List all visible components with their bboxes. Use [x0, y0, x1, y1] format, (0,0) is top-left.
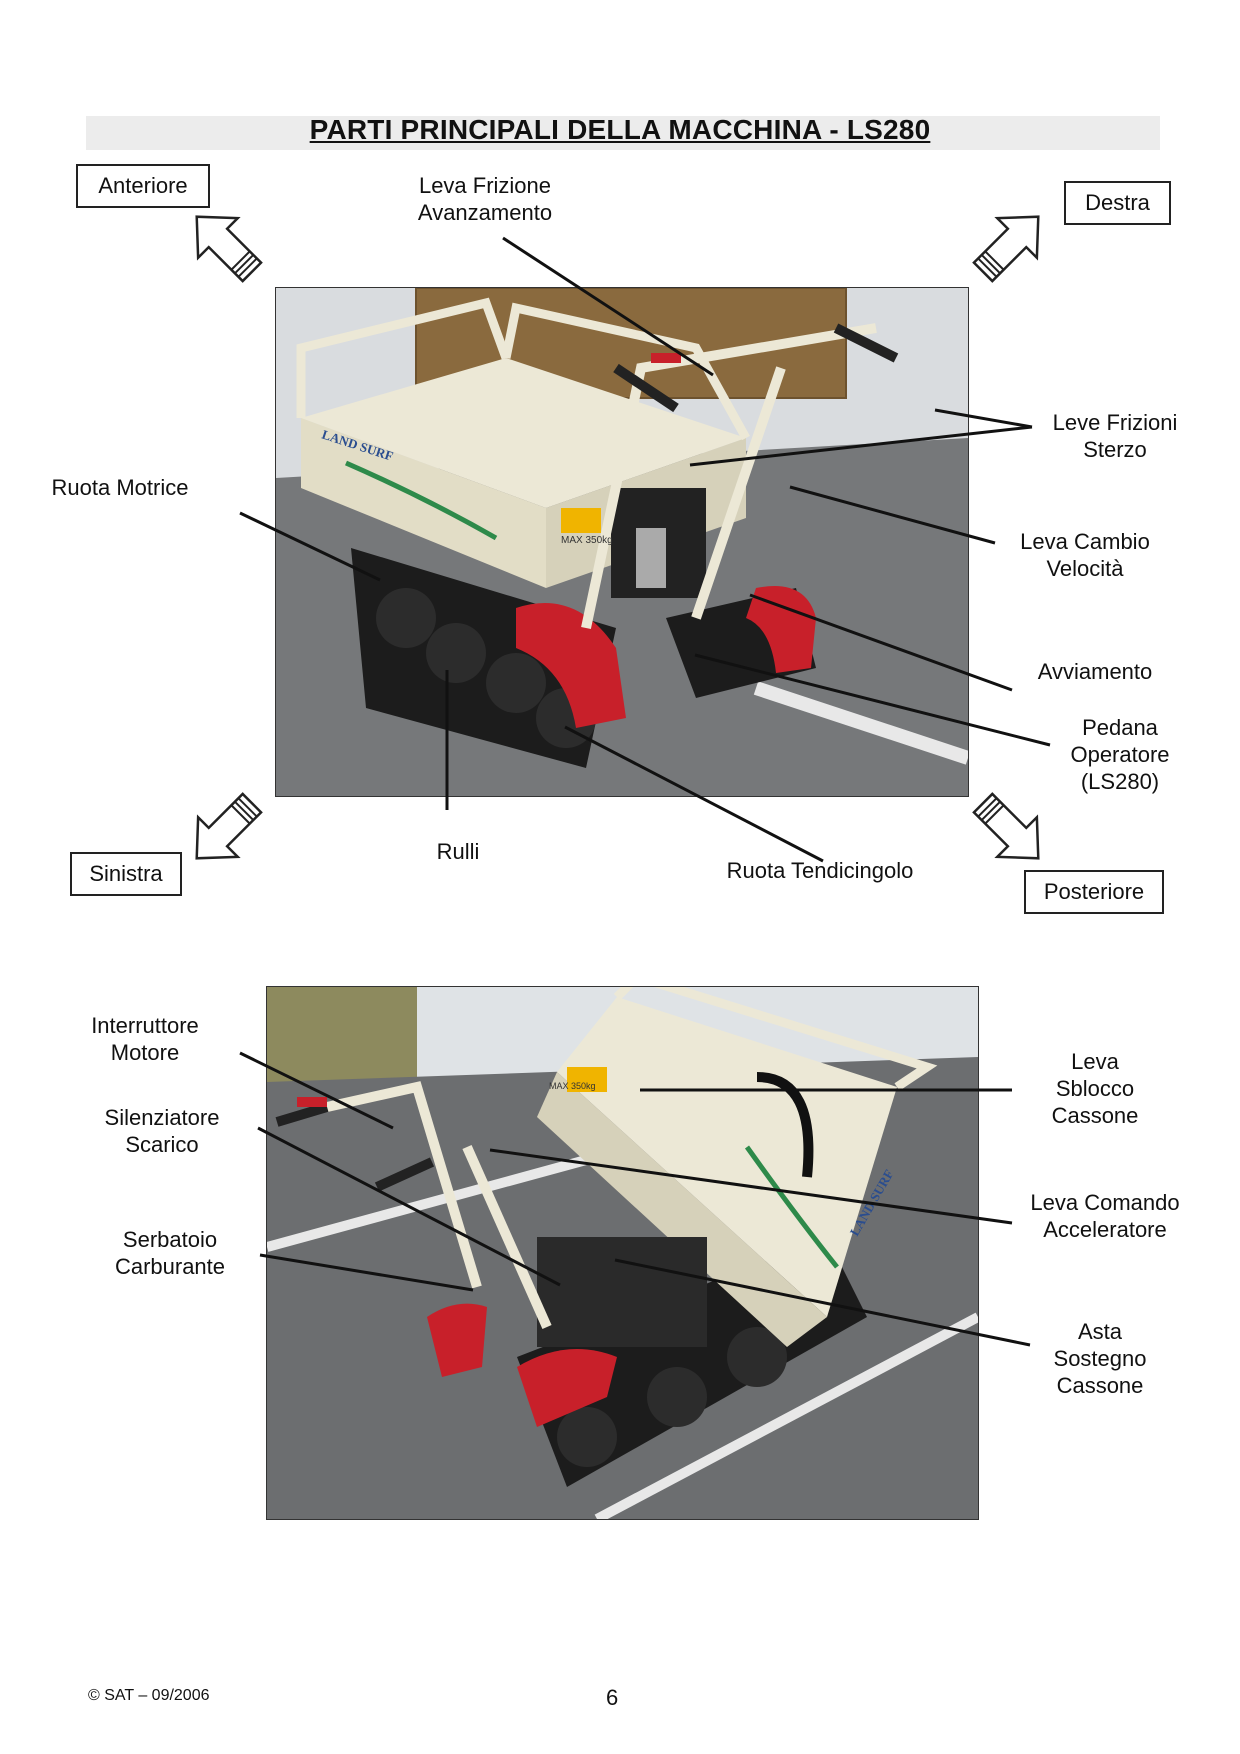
label-interruttore-motore: Interruttore Motore: [75, 1012, 215, 1066]
label-silenziatore-line2: Scarico: [125, 1132, 199, 1157]
label-leva-sblocco-line2: Sblocco: [1055, 1076, 1135, 1101]
max-load-decal-rear: MAX 350kg: [549, 1081, 596, 1091]
title-bar: [86, 116, 1160, 150]
label-asta-sostegno-cassone: Asta Sostegno Cassone: [1040, 1318, 1160, 1399]
label-leva-acceleratore-line2: Acceleratore: [1043, 1217, 1167, 1242]
label-pedana-operatore: Pedana Operatore (LS280): [1060, 714, 1180, 795]
label-leva-cambio-line2: Velocità: [1046, 556, 1124, 581]
label-leva-frizione-line1: Leva Frizione: [418, 173, 552, 198]
label-leva-acceleratore-line1: Leva Comando: [1030, 1190, 1180, 1215]
label-leve-frizioni-line1: Leve Frizioni: [1052, 410, 1178, 435]
label-ruota-motrice: Ruota Motrice: [40, 474, 200, 501]
label-silenziatore-scarico: Silenziatore Scarico: [92, 1104, 232, 1158]
label-leva-comando-acceleratore: Leva Comando Acceleratore: [1020, 1189, 1190, 1243]
arrow-right-icon: [972, 215, 1040, 283]
page-number: 6: [606, 1685, 619, 1710]
direction-right-box: Destra: [1064, 181, 1171, 225]
label-leve-frizioni-sterzo: Leve Frizioni Sterzo: [1040, 409, 1190, 463]
label-leva-cambio-velocita: Leva Cambio Velocità: [1015, 528, 1155, 582]
label-pedana-line2: Operatore: [1070, 742, 1170, 767]
direction-front-box: Anteriore: [76, 164, 210, 208]
label-leva-frizione-avanzamento: Leva Frizione Avanzamento: [405, 172, 565, 226]
label-interruttore-line2: Motore: [110, 1040, 180, 1065]
label-leva-frizione-line2: Avanzamento: [417, 200, 553, 225]
label-leva-sblocco-cassone: Leva Sblocco Cassone: [1040, 1048, 1150, 1129]
page-title: PARTI PRINCIPALI DELLA MACCHINA - LS280: [309, 114, 931, 145]
label-serbatoio-carburante: Serbatoio Carburante: [100, 1226, 240, 1280]
label-rulli-text: Rulli: [436, 839, 480, 864]
label-interruttore-line1: Interruttore: [91, 1013, 199, 1038]
label-avviamento-text: Avviamento: [1037, 659, 1153, 684]
machine-photo-top: LAND SURF MAX 350kg: [275, 287, 969, 797]
footer-copyright: © SAT – 09/2006: [88, 1687, 210, 1704]
label-pedana-line3: (LS280): [1080, 769, 1160, 794]
arrow-rear-icon: [972, 792, 1040, 860]
label-ruota-tendicingolo: Ruota Tendicingolo: [710, 857, 930, 884]
label-avviamento: Avviamento: [1030, 658, 1160, 685]
label-leva-sblocco-line3: Cassone: [1051, 1103, 1139, 1128]
label-leve-frizioni-line2: Sterzo: [1083, 437, 1147, 462]
label-pedana-line1: Pedana: [1082, 715, 1158, 740]
label-silenziatore-line1: Silenziatore: [104, 1105, 220, 1130]
label-ruota-motrice-text: Ruota Motrice: [51, 475, 189, 500]
label-serbatoio-line2: Carburante: [114, 1254, 226, 1279]
arrow-front-icon: [195, 215, 263, 283]
machine-photo-bottom: MAX 350kg LAND SURF: [266, 986, 979, 1520]
label-rulli: Rulli: [418, 838, 498, 865]
label-serbatoio-line1: Serbatoio: [122, 1227, 218, 1252]
label-asta-line3: Cassone: [1056, 1373, 1144, 1398]
direction-left-box: Sinistra: [70, 852, 182, 896]
arrow-left-icon: [195, 792, 263, 860]
label-asta-line1: Asta: [1077, 1319, 1123, 1344]
label-leva-cambio-line1: Leva Cambio: [1020, 529, 1150, 554]
label-ruota-tendicingolo-text: Ruota Tendicingolo: [726, 858, 914, 883]
direction-rear-box: Posteriore: [1024, 870, 1164, 914]
label-leva-sblocco-line1: Leva: [1071, 1049, 1119, 1074]
label-asta-line2: Sostegno: [1053, 1346, 1147, 1371]
max-load-decal: MAX 350kg: [561, 535, 613, 546]
